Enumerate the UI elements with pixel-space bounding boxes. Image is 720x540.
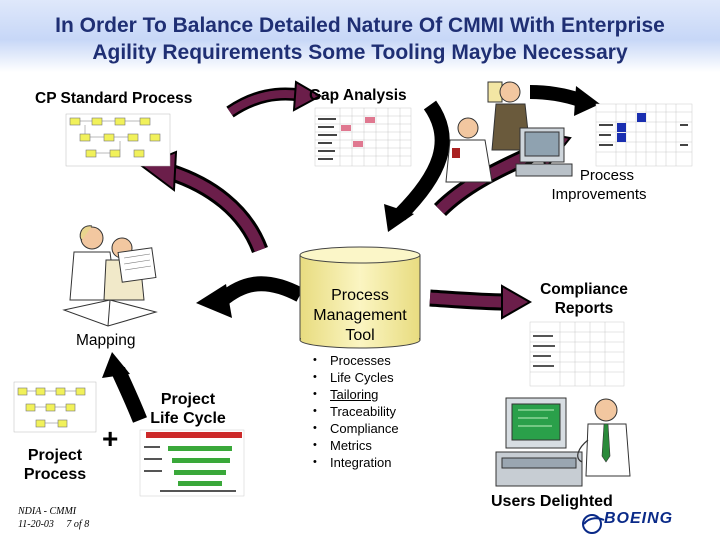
list-item: Traceability (312, 403, 399, 420)
label-compliance-reports: Compliance Reports (520, 280, 648, 318)
process-flowchart-icon (65, 113, 171, 167)
lifecycle-gantt-icon (139, 429, 245, 497)
arrow-tool-to-mapping (196, 276, 304, 318)
list-item: Compliance (312, 420, 399, 437)
list-item: Metrics (312, 437, 399, 454)
label-users-delighted: Users Delighted (491, 493, 613, 510)
label-pp-line1: Project (27, 447, 83, 464)
list-item: Integration (312, 454, 399, 471)
label-compliance-line2: Reports (554, 300, 614, 317)
people-at-computer-icon (445, 81, 573, 183)
reading-people-icon (62, 225, 158, 327)
process-management-tool-cylinder (299, 246, 421, 349)
label-project-life-cycle: Project Life Cycle (138, 390, 238, 428)
arrow-project-to-mapping (102, 352, 147, 423)
list-item: Processes (312, 352, 399, 369)
compliance-report-icon (529, 321, 625, 387)
title-line-1: In Order To Balance Detailed Nature Of C… (55, 14, 665, 37)
title-banner (0, 0, 720, 72)
boeing-logo-text: BOEING (604, 510, 674, 527)
title-line-2: Agility Requirements Some Tooling Maybe … (92, 41, 628, 64)
list-item: Tailoring (312, 386, 399, 403)
footer-line2: 11-20-03 7 of 8 (18, 519, 90, 530)
project-process-flowchart-icon (13, 381, 97, 433)
footer-line1: NDIA - CMMI (18, 506, 77, 517)
label-project-process: Project Process (14, 446, 96, 484)
label-plc-line2: Life Cycle (150, 410, 226, 427)
label-plc-line1: Project (160, 391, 216, 408)
label-mapping: Mapping (76, 332, 136, 349)
label-compliance-line1: Compliance (540, 281, 628, 298)
label-process-improvements-line1: Process (579, 167, 634, 184)
label-process-management-tool: Process Management Tool (300, 286, 420, 346)
footer: NDIA - CMMI 11-20-03 7 of 8 (18, 505, 89, 531)
label-gap-analysis: Gap Analysis (309, 87, 407, 104)
arrow-to-gap-analysis (226, 80, 323, 118)
label-pmt-line1: Process (331, 287, 389, 304)
arrow-mapping-to-cp (139, 150, 268, 254)
gap-matrix-icon (314, 107, 412, 167)
boeing-logo-icon (582, 514, 605, 534)
arrow-tool-to-compliance (429, 284, 533, 320)
tool-features-list: Processes Life Cycles Tailoring Traceabi… (312, 352, 399, 471)
plus-sign: + (102, 423, 119, 454)
label-pp-line2: Process (23, 466, 87, 483)
compliance-matrix-icon (595, 103, 693, 167)
label-process-improvements: Process Improvements (536, 166, 662, 204)
page-title: In Order To Balance Detailed Nature Of C… (10, 12, 710, 66)
label-pmt-line3: Tool (345, 327, 375, 344)
arrow-top-right (529, 85, 600, 116)
label-pmt-line2: Management (313, 307, 407, 324)
list-item: Life Cycles (312, 369, 399, 386)
label-process-improvements-line2: Improvements (551, 186, 647, 203)
user-at-computer-icon (495, 397, 631, 487)
label-cp-standard-process: CP Standard Process (35, 90, 193, 107)
arrow-gap-to-tool (384, 100, 450, 232)
